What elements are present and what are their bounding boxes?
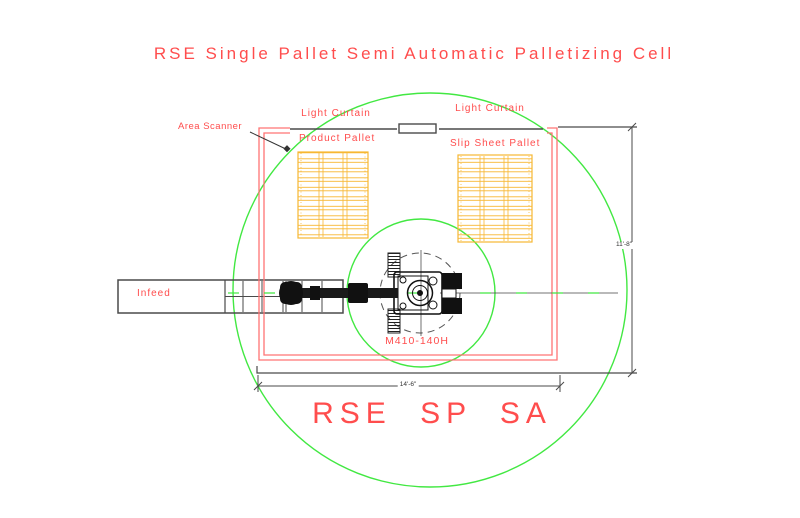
robot-motor-lower bbox=[442, 298, 462, 314]
robot-wrist bbox=[348, 283, 368, 303]
outer-safety-zone-circle bbox=[232, 92, 628, 488]
light-curtain-label-right: Light Curtain bbox=[455, 103, 525, 114]
light-curtain-lines bbox=[290, 123, 543, 134]
safety-fence bbox=[258, 127, 558, 361]
gate-rectangle bbox=[398, 123, 437, 134]
product-pallet-drawing bbox=[297, 151, 369, 239]
slip-sheet-pallet-label: Slip Sheet Pallet bbox=[450, 138, 541, 149]
robot-turret bbox=[406, 279, 434, 307]
light-curtain-label-left: Light Curtain bbox=[301, 108, 371, 119]
robot-model-label: M410-140H bbox=[385, 335, 449, 347]
palletizing-robot bbox=[279, 250, 462, 336]
area-scanner-label: Area Scanner bbox=[178, 121, 243, 132]
drawing-title: RSE Single Pallet Semi Automatic Palleti… bbox=[153, 44, 675, 63]
slip-sheet-pallet-drawing bbox=[457, 154, 533, 243]
cell-width-dimension: 14'-6" bbox=[397, 381, 419, 389]
cell-height-dimension: 11'-8" bbox=[614, 241, 635, 249]
area-scanner-leader bbox=[249, 131, 291, 153]
infeed-label: Infeed bbox=[137, 288, 171, 299]
product-pallet-label: Product Pallet bbox=[299, 133, 376, 144]
area-scanner-device bbox=[283, 145, 291, 153]
height-dimension-line bbox=[256, 122, 637, 378]
robot-motor-upper bbox=[442, 273, 462, 289]
cell-name-label: RSE SP SA bbox=[312, 397, 552, 430]
